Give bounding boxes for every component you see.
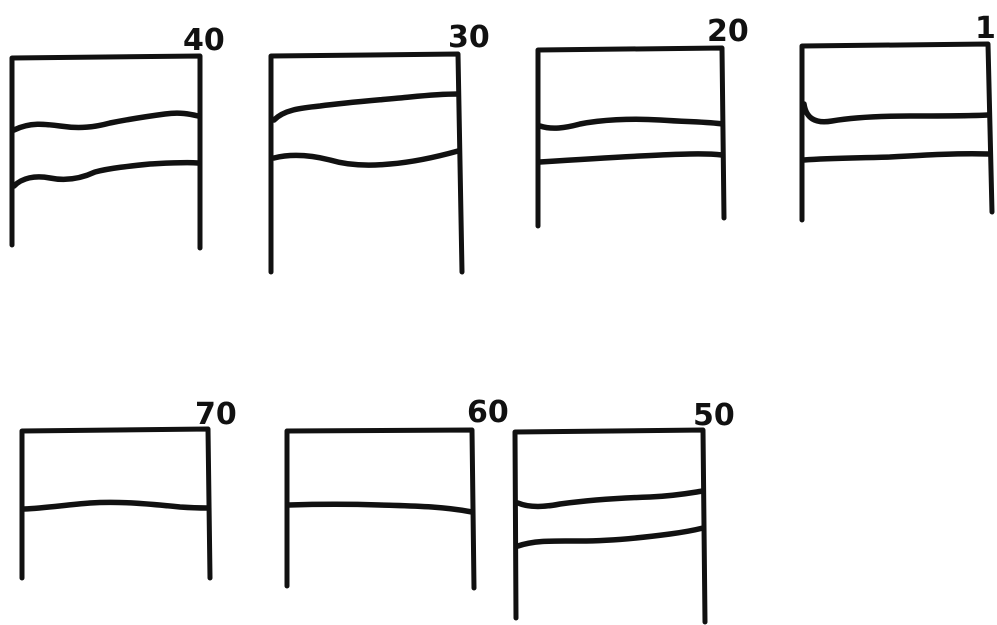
panel-label: 60 <box>467 395 509 430</box>
water-line-upper <box>518 491 703 507</box>
panel-label: 70 <box>195 397 237 432</box>
panel-20: 20 <box>538 14 749 226</box>
water-line-upper <box>14 113 198 130</box>
panel-label: 30 <box>448 20 490 55</box>
panel-40: 40 <box>12 23 225 248</box>
water-line <box>289 504 472 512</box>
panel-50: 50 <box>515 398 735 622</box>
panel-10: 10 <box>802 11 997 220</box>
panel-30: 30 <box>271 20 490 272</box>
panel-frame <box>802 44 992 220</box>
panel-label: 50 <box>693 398 735 433</box>
water-line <box>24 502 207 509</box>
panel-60: 60 <box>287 395 509 588</box>
water-line-upper <box>274 94 458 120</box>
water-line-upper <box>804 104 988 122</box>
water-line-lower <box>804 154 988 160</box>
water-line-lower <box>274 151 458 165</box>
panel-frame <box>12 56 200 248</box>
panel-frame <box>538 48 724 226</box>
water-line-lower <box>540 154 722 162</box>
water-line-lower <box>518 528 703 546</box>
panel-70: 70 <box>22 397 237 578</box>
panel-label: 20 <box>707 14 749 49</box>
water-line-upper <box>540 119 722 128</box>
panel-label: 10 <box>975 11 997 46</box>
panel-label: 40 <box>183 23 225 58</box>
water-line-lower <box>14 163 198 186</box>
panel-frame <box>515 430 705 622</box>
